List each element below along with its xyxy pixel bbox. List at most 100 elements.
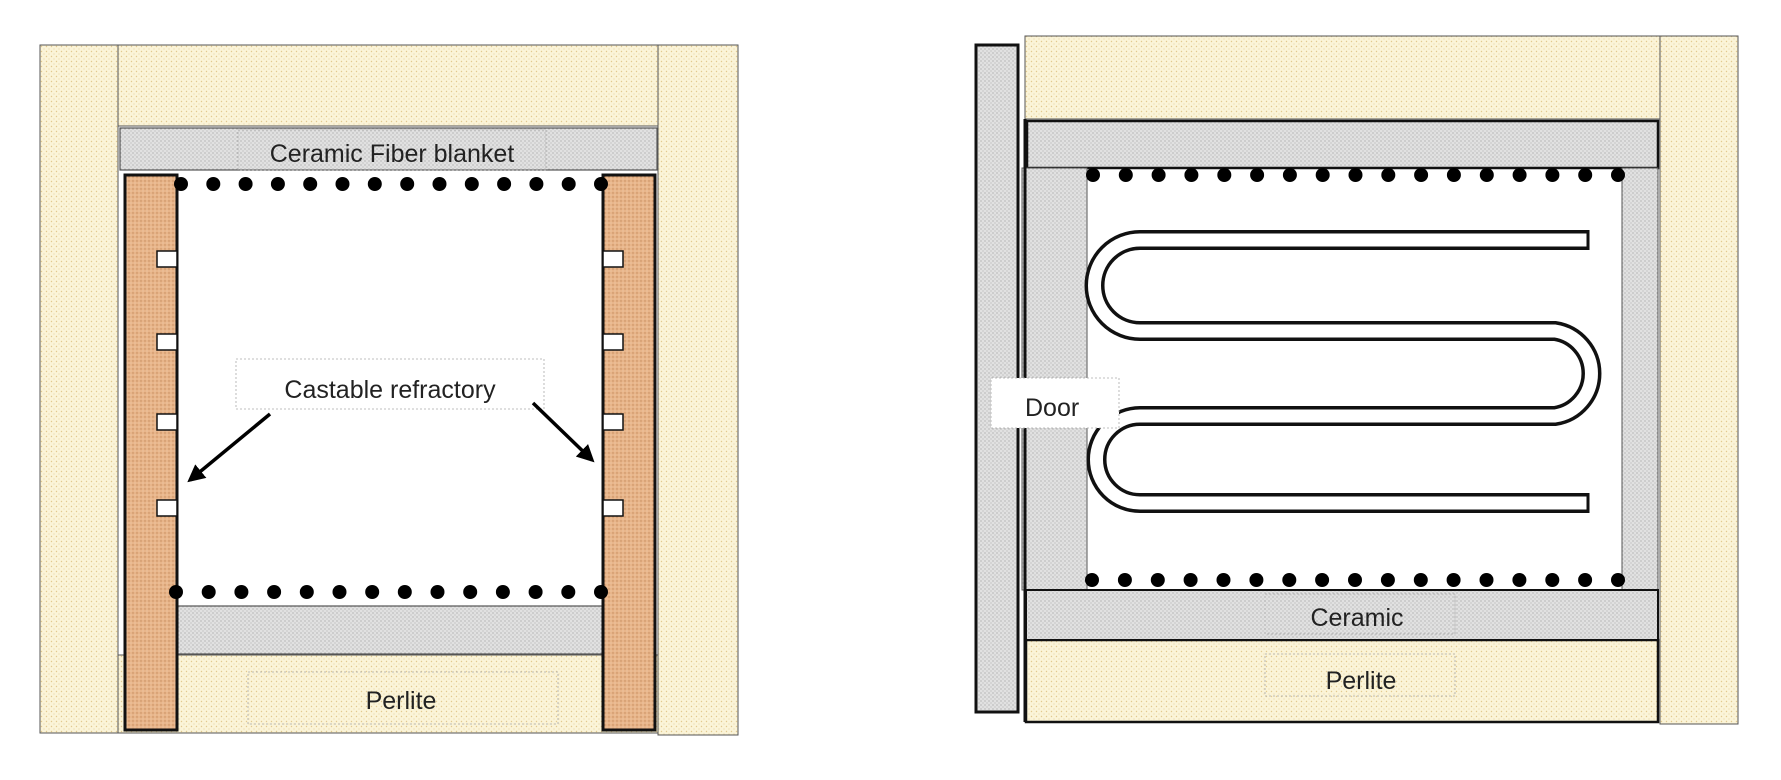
heating-element-outer <box>1084 230 1602 513</box>
heating-element-dot <box>335 177 350 191</box>
left-furnace-view: Ceramic Fiber blanket Castable refractor… <box>39 44 739 736</box>
heating-element-dot <box>1217 168 1232 182</box>
heating-element-dot <box>495 585 510 599</box>
heating-element-inner <box>1088 233 1598 510</box>
heating-element-dot <box>397 585 412 599</box>
label-box-ceramic <box>1264 593 1456 635</box>
heating-element-dot <box>400 177 415 191</box>
heating-element-dot <box>1249 573 1264 587</box>
left-ceramic-top-layer <box>119 127 658 171</box>
notch <box>602 413 624 431</box>
heating-element-dot <box>463 585 478 599</box>
arrow-castable-right <box>531 401 595 463</box>
notch <box>602 499 624 517</box>
label-castable-refractory: Castable refractory <box>284 376 496 404</box>
notch <box>602 333 624 351</box>
heating-element-dot <box>432 177 447 191</box>
left-heating-dots-bottom <box>169 585 608 599</box>
heating-element-dot <box>270 177 285 191</box>
left-heating-dots-top <box>174 177 608 191</box>
heating-element-dot <box>206 177 221 191</box>
heating-element-dot <box>561 585 576 599</box>
heating-element-dot <box>1184 168 1199 182</box>
heating-element-dot <box>1315 168 1330 182</box>
heating-element-dot <box>234 585 249 599</box>
label-box-castable <box>235 358 545 410</box>
heating-element-dot <box>1479 573 1494 587</box>
label-box-perlite-left <box>247 671 559 725</box>
heating-element-dot <box>1512 168 1527 182</box>
right-ceramic-top-layer <box>1025 119 1660 170</box>
heating-element-dot <box>1118 168 1133 182</box>
heating-element-dot <box>299 585 314 599</box>
heating-element-dot <box>238 177 253 191</box>
heating-element-dot <box>365 585 380 599</box>
heating-element-dot <box>169 585 183 599</box>
heating-element-dot <box>1117 573 1132 587</box>
heating-element-dot <box>1216 573 1231 587</box>
heating-element-dot <box>1611 573 1625 587</box>
label-perlite-right: Perlite <box>1326 667 1397 695</box>
heating-element-dot <box>1315 573 1330 587</box>
label-ceramic: Ceramic <box>1310 604 1403 632</box>
right-ceramic-right-layer <box>1621 167 1659 593</box>
heating-element-dot <box>529 177 544 191</box>
left-perlite-wall-right <box>657 44 739 736</box>
notch <box>156 413 178 431</box>
heating-element-dot <box>430 585 445 599</box>
heating-element-dot <box>561 177 576 191</box>
heating-element-dot <box>1611 168 1625 182</box>
right-perlite-wall-right <box>1659 35 1739 725</box>
notch <box>602 250 624 268</box>
heating-element-dot <box>1348 573 1362 587</box>
heating-element-dot <box>1545 573 1560 587</box>
heating-element-dot <box>1446 168 1461 182</box>
heating-element-dot <box>1250 168 1265 182</box>
heating-element-dot <box>1282 573 1297 587</box>
heating-element-dot <box>1414 168 1429 182</box>
heating-element-dot <box>1151 168 1166 182</box>
heating-element-dot <box>1512 573 1527 587</box>
heating-element-dot <box>174 177 188 191</box>
right-heating-dots-bottom <box>1085 573 1625 587</box>
right-heating-dots-top <box>1086 168 1625 182</box>
heating-element-dot <box>1413 573 1428 587</box>
heating-element-dot <box>528 585 543 599</box>
heating-element-dot <box>594 177 608 191</box>
heating-element-dot <box>1150 573 1165 587</box>
heating-element-dot <box>332 585 347 599</box>
heating-element-dot <box>1446 573 1461 587</box>
heating-element-dot <box>1183 573 1198 587</box>
left-ceramic-bottom-layer <box>174 605 606 655</box>
arrow-castable-left <box>187 412 272 483</box>
heating-element-dot <box>1085 573 1099 587</box>
heating-element-dot <box>1479 168 1494 182</box>
right-furnace-view: Door Ceramic Perlite <box>974 35 1739 725</box>
heating-element-dot <box>1282 168 1297 182</box>
heating-element-dot <box>1578 168 1593 182</box>
notch <box>156 333 178 351</box>
label-box-door <box>990 377 1120 429</box>
label-box-ceramic-fiber <box>237 129 547 171</box>
heating-element-dot <box>267 585 282 599</box>
notch <box>156 499 178 517</box>
heating-element-dot <box>1545 168 1560 182</box>
notch <box>156 250 178 268</box>
label-perlite-left: Perlite <box>366 687 437 715</box>
heating-element-dot <box>497 177 512 191</box>
heating-element-dot <box>367 177 382 191</box>
left-wall-notches <box>156 250 624 517</box>
heating-element-dot <box>1578 573 1593 587</box>
label-ceramic-fiber-blanket: Ceramic Fiber blanket <box>270 140 515 168</box>
heating-element-dot <box>1348 168 1363 182</box>
heating-element-dot <box>1380 573 1395 587</box>
heating-element-dot <box>303 177 318 191</box>
right-perlite-top <box>1024 35 1661 120</box>
right-serpentine-heating-element <box>1084 230 1602 513</box>
heating-element-dot <box>201 585 216 599</box>
heating-element-dot <box>1086 168 1100 182</box>
left-perlite-top <box>117 44 659 127</box>
heating-element-dot <box>594 585 608 599</box>
label-door: Door <box>1025 394 1079 422</box>
